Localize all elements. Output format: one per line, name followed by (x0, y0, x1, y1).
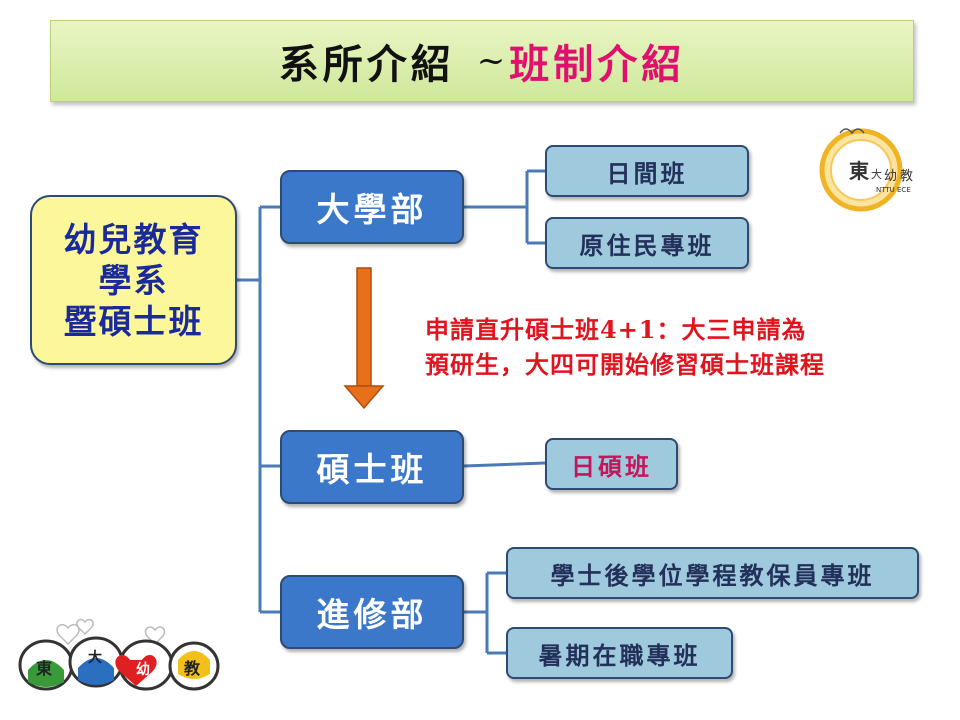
title-tilde: ~ (476, 41, 510, 81)
node-indigenous-program[interactable]: 原住民專班 (545, 217, 749, 269)
root-node-department[interactable]: 幼兒教育 學系 暨碩士班 (30, 195, 237, 365)
connector-undergrad-branch (464, 169, 545, 245)
title-main: 系所介紹 (278, 41, 455, 88)
root-line-1: 幼兒教育 (63, 219, 204, 259)
node-summer-program[interactable]: 暑期在職專班 (506, 627, 733, 679)
root-line-2: 學系 (98, 260, 169, 300)
node-day-master-program[interactable]: 日碩班 (545, 438, 678, 490)
title-sub: 班制介紹 (509, 41, 686, 88)
node-day-program[interactable]: 日間班 (545, 145, 749, 197)
note-line-2: 預研生，大四可開始修習碩士班課程 (425, 350, 825, 379)
node-master[interactable]: 碩士班 (280, 430, 464, 504)
node-undergrad[interactable]: 大學部 (280, 170, 464, 244)
title-bar: 系所介紹 ~ 班制介紹 (50, 20, 914, 102)
connector-extension-branch (464, 571, 506, 655)
root-line-3: 暨碩士班 (63, 301, 204, 341)
down-arrow-icon (343, 267, 385, 410)
connector-master-branch (463, 461, 546, 468)
node-extension[interactable]: 進修部 (280, 575, 464, 649)
note-text: 申請直升碩士班4+1：大三申請為 預研生，大四可開始修習碩士班課程 (425, 312, 950, 382)
note-line-1: 申請直升碩士班4+1：大三申請為 (425, 315, 807, 344)
node-postbacc-program[interactable]: 學士後學位學程教保員專班 (506, 547, 919, 599)
